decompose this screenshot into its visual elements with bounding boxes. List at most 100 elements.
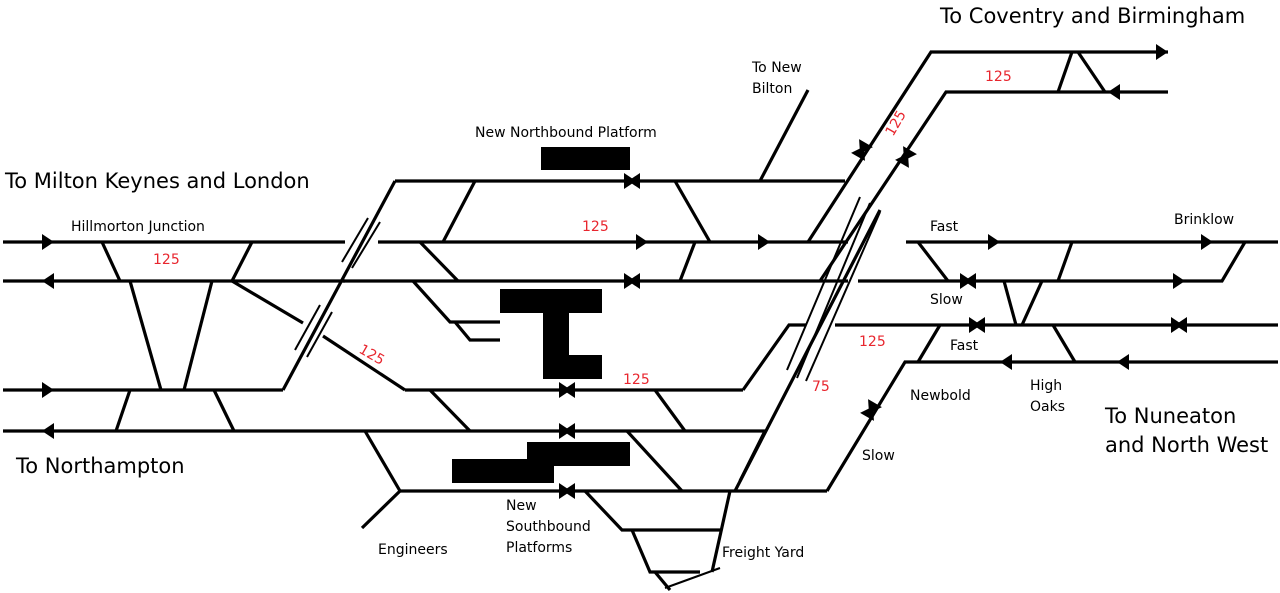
track-segment [1002,280,1018,326]
track-segment [363,430,402,492]
southbound-platform [452,442,630,483]
track-segment [1051,324,1077,363]
speed-coventry-line: 125 [985,69,1012,85]
direction-arrow [1173,273,1185,289]
track-segment [678,241,697,282]
label-slow-upper: Slow [930,292,963,308]
label-new-bilton-2: Bilton [752,81,792,97]
speed-main-fast: 125 [582,219,609,235]
bidirectional-arrow [973,317,985,333]
track-segment [100,241,122,282]
label-milton-keynes: To Milton Keynes and London [4,169,310,193]
bidirectional-arrow [563,483,575,499]
track-segment [653,389,687,432]
speed-flyover: 75 [812,379,830,395]
track-segment [230,241,254,282]
label-southbound-1: New [506,498,537,514]
bidirectional-arrow [859,139,873,154]
speed-east-fast: 125 [859,334,886,350]
label-freight-yard: Freight Yard [722,545,804,561]
track-segment [322,334,406,392]
track-segment [1020,280,1044,326]
track-segment [428,388,472,433]
label-high-oaks-1: High [1030,378,1062,394]
freight-yard-pointer [664,567,721,589]
bidirectional-arrow [903,146,917,161]
slow-east-down [825,360,1278,492]
track-segment [441,180,477,243]
label-coventry: To Coventry and Birmingham [939,4,1245,28]
up-slow-east [858,241,1247,283]
bidirectional-arrow [628,173,640,189]
label-northbound-platform: New Northbound Platform [475,125,657,141]
direction-arrow [42,234,54,250]
label-newbold: Newbold [910,388,971,404]
label-brinklow: Brinklow [1174,212,1234,228]
track-segment [786,196,861,371]
speed-hillmorton: 125 [153,252,180,268]
engineers-siding [360,489,402,530]
track-segment [453,320,500,342]
track-segment [212,389,236,432]
speed-diagonal-southwest: 125 [356,342,387,369]
track-segment [418,240,460,283]
label-high-oaks-2: Oaks [1030,399,1065,415]
direction-arrow [988,234,1000,250]
track-segment [673,180,712,243]
coventry-up [806,50,1168,243]
speed-coventry-diagonal: 125 [883,108,910,139]
bidirectional-arrow [628,273,640,289]
track-segment [741,323,806,391]
direction-arrow [758,234,770,250]
speed-platform-line: 125 [623,372,650,388]
track-segment [805,211,881,382]
track-segment [710,490,732,573]
track-segment [281,180,397,391]
track-lines [3,50,1278,592]
track-segment [630,529,700,574]
bidirectional-arrow [1175,317,1187,333]
coventry-down [818,90,1168,282]
central-platform [500,289,602,379]
direction-arrow [1108,84,1120,100]
track-segment [916,324,942,363]
direction-arrow [42,273,54,289]
label-southbound-2: Southbound [506,519,591,535]
label-slow-lower: Slow [862,448,895,464]
direction-arrow [636,234,648,250]
bidirectional-arrow [964,273,976,289]
label-fast-lower: Fast [950,338,979,354]
track-segment [625,429,684,493]
track-segment [231,279,304,325]
track-segment [128,280,163,391]
label-southbound-3: Platforms [506,540,572,556]
track-segment [1076,51,1107,93]
track-segment [411,279,500,324]
track-segment [1056,51,1074,93]
label-hillmorton: Hillmorton Junction [71,219,205,235]
direction-arrows [42,44,1213,499]
label-northampton: To Northampton [15,454,185,478]
label-engineers: Engineers [378,542,448,558]
track-segment [306,311,333,358]
platforms [452,147,630,483]
direction-arrow [1000,354,1012,370]
label-nuneaton-1: To Nuneaton [1104,404,1236,428]
label-nuneaton-2: and North West [1105,433,1268,457]
track-segment [1056,241,1074,282]
track-segment [351,221,381,269]
track-segment [114,389,132,432]
northbound-platform [541,147,630,170]
direction-arrow [1156,44,1168,60]
direction-arrow [1117,354,1129,370]
track-segment [738,430,767,482]
bidirectional-arrow [868,399,882,414]
label-new-bilton-1: To New [751,60,802,76]
track-segment [583,489,720,532]
new-bilton-branch [758,89,810,182]
track-segment [341,217,369,263]
direction-arrow [42,382,54,398]
bidirectional-arrow [563,423,575,439]
label-fast-upper: Fast [930,219,959,235]
track-segment [916,241,950,282]
